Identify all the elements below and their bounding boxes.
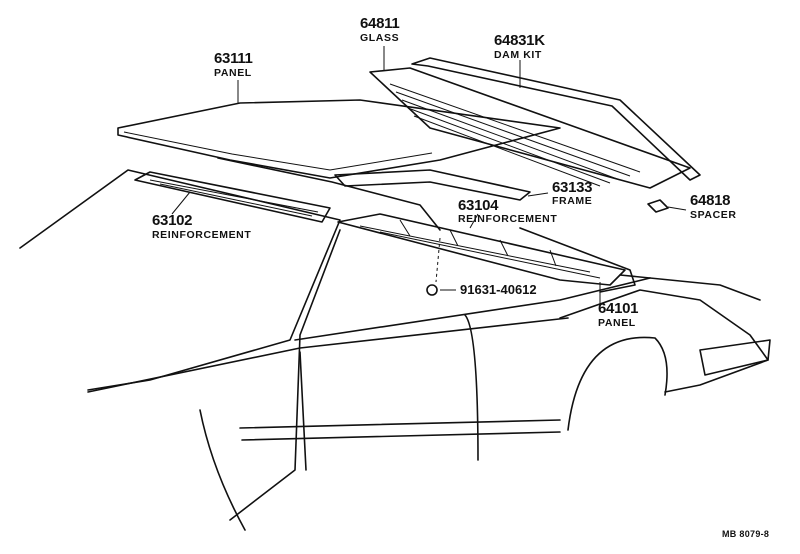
front-reinforcement-shape xyxy=(134,171,331,223)
side-molding-bottom xyxy=(241,431,561,441)
part-number-glass: 64811 xyxy=(360,15,400,32)
side-rail xyxy=(217,157,441,231)
leader-spacer xyxy=(667,206,687,211)
spacer-shape xyxy=(647,199,669,213)
part-number-dam-kit: 64831K xyxy=(494,32,545,49)
door-split xyxy=(464,314,479,461)
part-name-front-reinforcement: REINFORCEMENT xyxy=(152,229,252,241)
side-molding-top xyxy=(239,419,561,429)
front-reinforcement-detail xyxy=(149,179,319,217)
glass-defogger-lines xyxy=(389,83,641,187)
part-number-back-panel: 64101 xyxy=(598,300,639,317)
back-panel-shape xyxy=(519,227,636,293)
part-name-glass: GLASS xyxy=(360,32,400,44)
part-name-rear-reinforcement: REINFORCEMENT xyxy=(458,213,558,225)
leader-front-reinf xyxy=(171,191,191,215)
roof-panel-shape xyxy=(117,99,561,179)
part-number-screw: 91631-40612 xyxy=(460,282,537,297)
part-number-roof-panel: 63111 xyxy=(214,50,253,67)
quarter-panel xyxy=(559,289,769,393)
leader-rear-reinf xyxy=(469,213,479,229)
part-name-back-panel: PANEL xyxy=(598,317,636,329)
dam-kit-shape xyxy=(411,57,701,181)
body-side-upper xyxy=(294,277,651,341)
a-pillar xyxy=(229,229,341,521)
part-name-dam-kit: DAM KIT xyxy=(494,49,542,61)
windshield-outline xyxy=(19,169,341,391)
part-number-spacer: 64818 xyxy=(690,192,731,209)
part-name-spacer: SPACER xyxy=(690,209,737,221)
part-number-front-reinforcement: 63102 xyxy=(152,212,193,229)
frame-shape xyxy=(334,169,531,201)
reference-code: MB 8079-8 xyxy=(722,529,770,539)
trunk-lid xyxy=(619,274,761,301)
beltline xyxy=(87,317,569,393)
leader-frame xyxy=(527,192,549,197)
rear-reinforcement-detail xyxy=(359,219,601,279)
screw-shape xyxy=(426,284,438,296)
part-number-frame: 63133 xyxy=(552,179,593,196)
part-name-roof-panel: PANEL xyxy=(214,67,252,79)
part-name-frame: FRAME xyxy=(552,195,593,207)
rocker-line xyxy=(199,409,246,531)
screw-guide xyxy=(435,237,441,283)
roof-panel-edge xyxy=(123,131,433,171)
part-number-rear-reinforcement: 63104 xyxy=(458,197,499,214)
rear-wheel-arch xyxy=(567,336,668,431)
tail-lamp xyxy=(699,339,771,376)
door-front-edge xyxy=(299,351,307,471)
rear-reinforcement-shape xyxy=(337,213,626,286)
